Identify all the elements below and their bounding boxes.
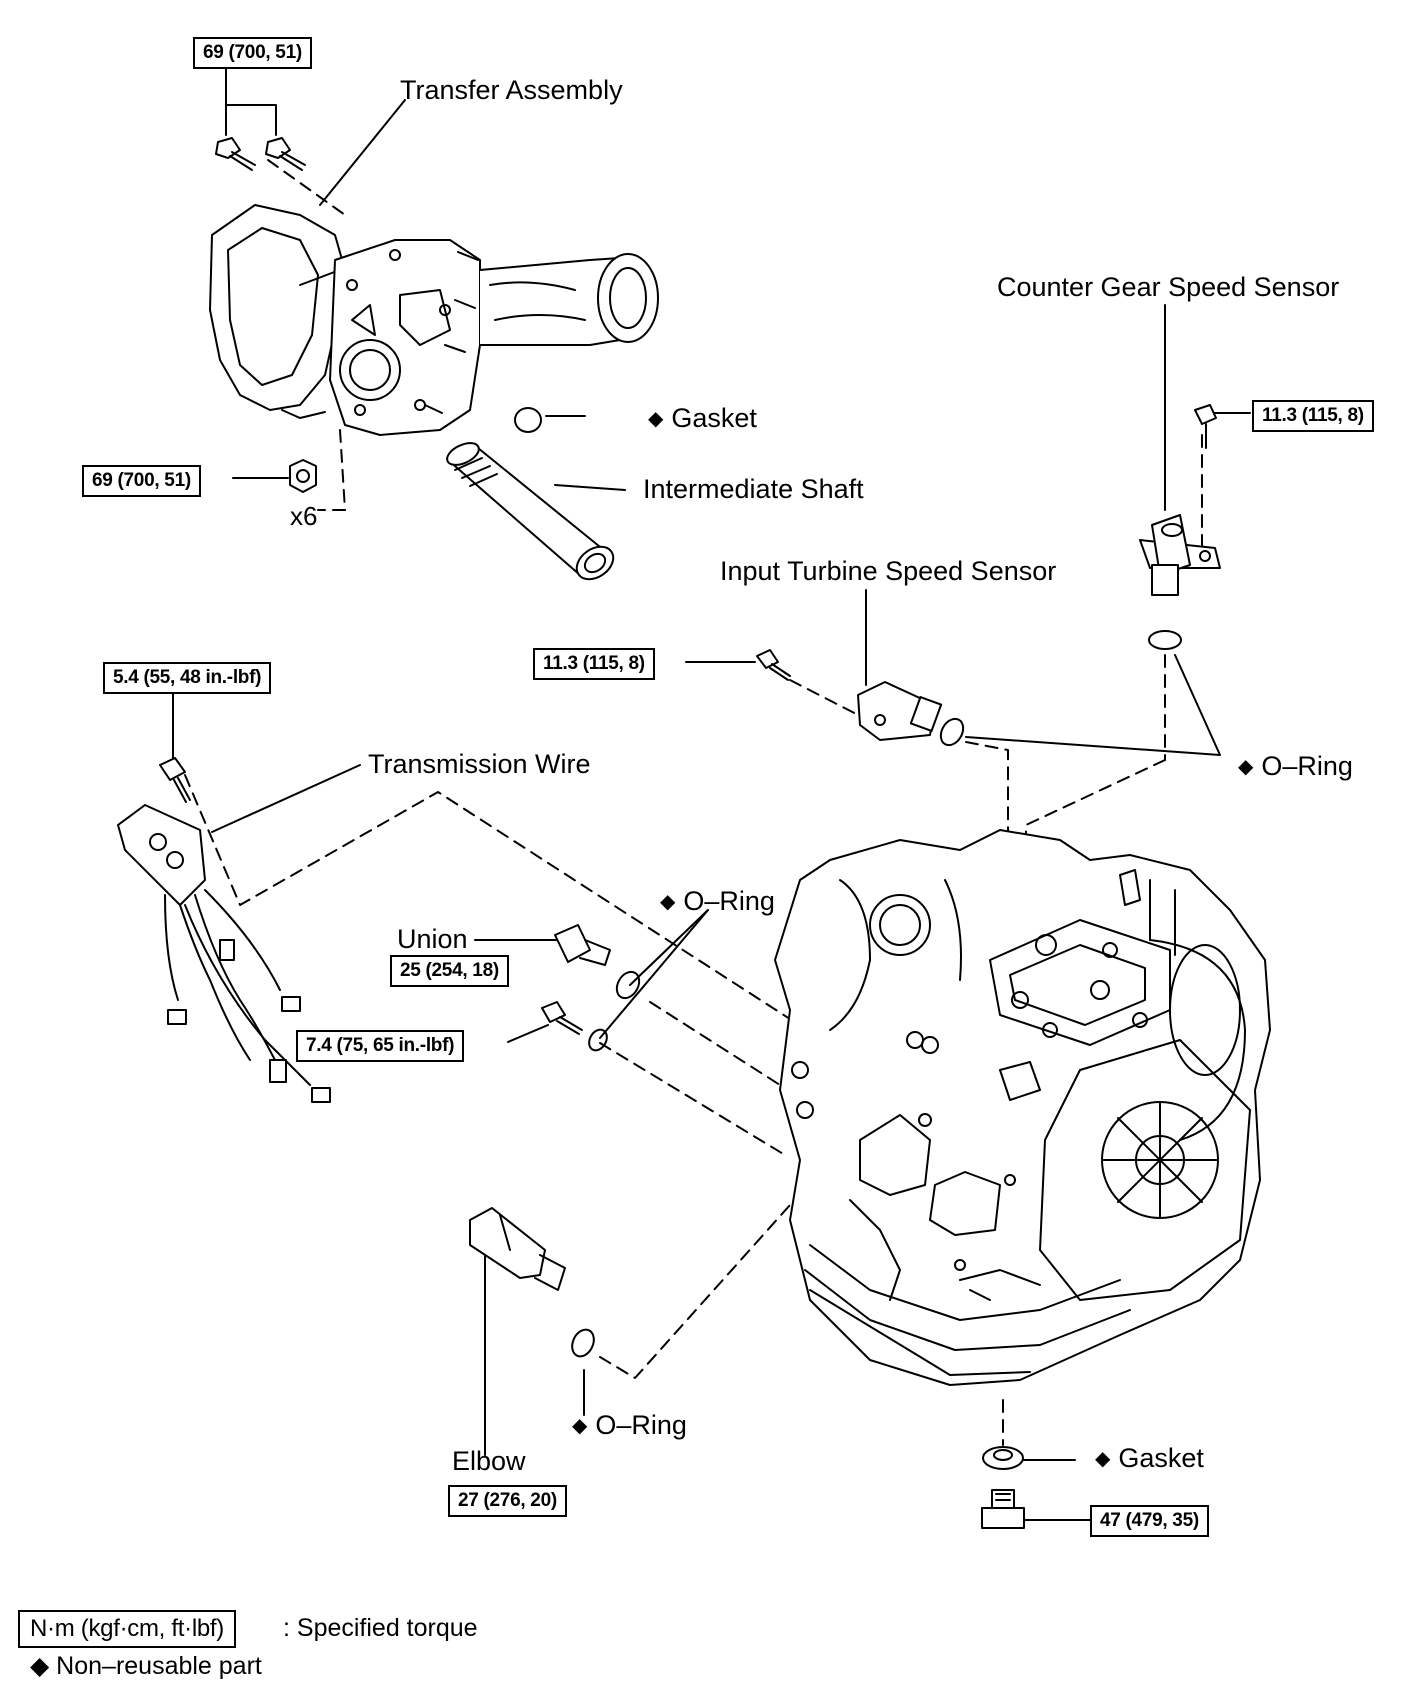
drain-plug [981, 1489, 1025, 1529]
label-o-ring-right: O–Ring [1238, 753, 1353, 780]
o-ring-bolt [588, 1028, 608, 1052]
legend-nonreusable: ◆ Non–reusable part [30, 1652, 262, 1680]
gasket-ring-top [514, 407, 542, 433]
transfer-nut [289, 459, 317, 493]
label-gasket-top: Gasket [648, 405, 757, 432]
label-transfer-assembly: Transfer Assembly [400, 75, 623, 105]
label-union: Union [397, 924, 468, 954]
bolt-74 [541, 1001, 583, 1035]
o-ring-elbow [571, 1328, 595, 1358]
intermediate-shaft [446, 442, 615, 581]
torque-bolt-74: 7.4 (75, 65 in.-lbf) [296, 1030, 465, 1062]
label-o-ring-bottom: O–Ring [572, 1412, 687, 1439]
o-ring-input [939, 717, 965, 747]
torque-counter-gear-bolt: 11.3 (115, 8) [1252, 400, 1374, 432]
torque-transfer-bolts: 69 (700, 51) [193, 37, 312, 69]
legend-torque-desc: : Specified torque [283, 1614, 478, 1642]
label-transmission-wire: Transmission Wire [368, 749, 591, 779]
label-gasket-bottom: Gasket [1095, 1445, 1204, 1472]
drain-gasket [982, 1446, 1024, 1470]
label-intermediate-shaft: Intermediate Shaft [643, 474, 864, 504]
transfer-bolts [215, 137, 306, 171]
torque-wire-bolt: 5.4 (55, 48 in.-lbf) [103, 662, 272, 694]
o-ring-union [615, 970, 641, 1000]
wire-bolt [159, 757, 191, 803]
torque-elbow: 27 (276, 20) [448, 1485, 567, 1517]
torque-transfer-nuts: 69 (700, 51) [82, 465, 201, 497]
input-turbine-sensor [857, 681, 943, 741]
transmission-wire [117, 804, 331, 1103]
counter-gear-sensor [1139, 514, 1221, 596]
label-elbow: Elbow [452, 1446, 526, 1476]
elbow-fitting [469, 1207, 566, 1291]
transaxle-housing [774, 829, 1271, 1386]
torque-union: 25 (254, 18) [390, 955, 509, 987]
union-fitting [554, 924, 611, 966]
label-o-ring-mid: O–Ring [660, 888, 775, 915]
input-turbine-bolt [756, 649, 791, 681]
label-input-turbine-speed-sensor: Input Turbine Speed Sensor [720, 556, 1057, 586]
o-ring-counter [1148, 630, 1182, 650]
legend-torque-unit: N·m (kgf·cm, ft·lbf) [18, 1610, 236, 1648]
counter-gear-bolt [1194, 404, 1217, 449]
torque-input-turbine-bolt: 11.3 (115, 8) [533, 648, 655, 680]
leader-lines [172, 61, 1251, 1521]
transfer-assembly [209, 204, 659, 436]
label-counter-gear-speed-sensor: Counter Gear Speed Sensor [997, 272, 1340, 302]
torque-drain-plug: 47 (479, 35) [1090, 1505, 1209, 1537]
label-qty-x6: x6 [290, 501, 318, 531]
